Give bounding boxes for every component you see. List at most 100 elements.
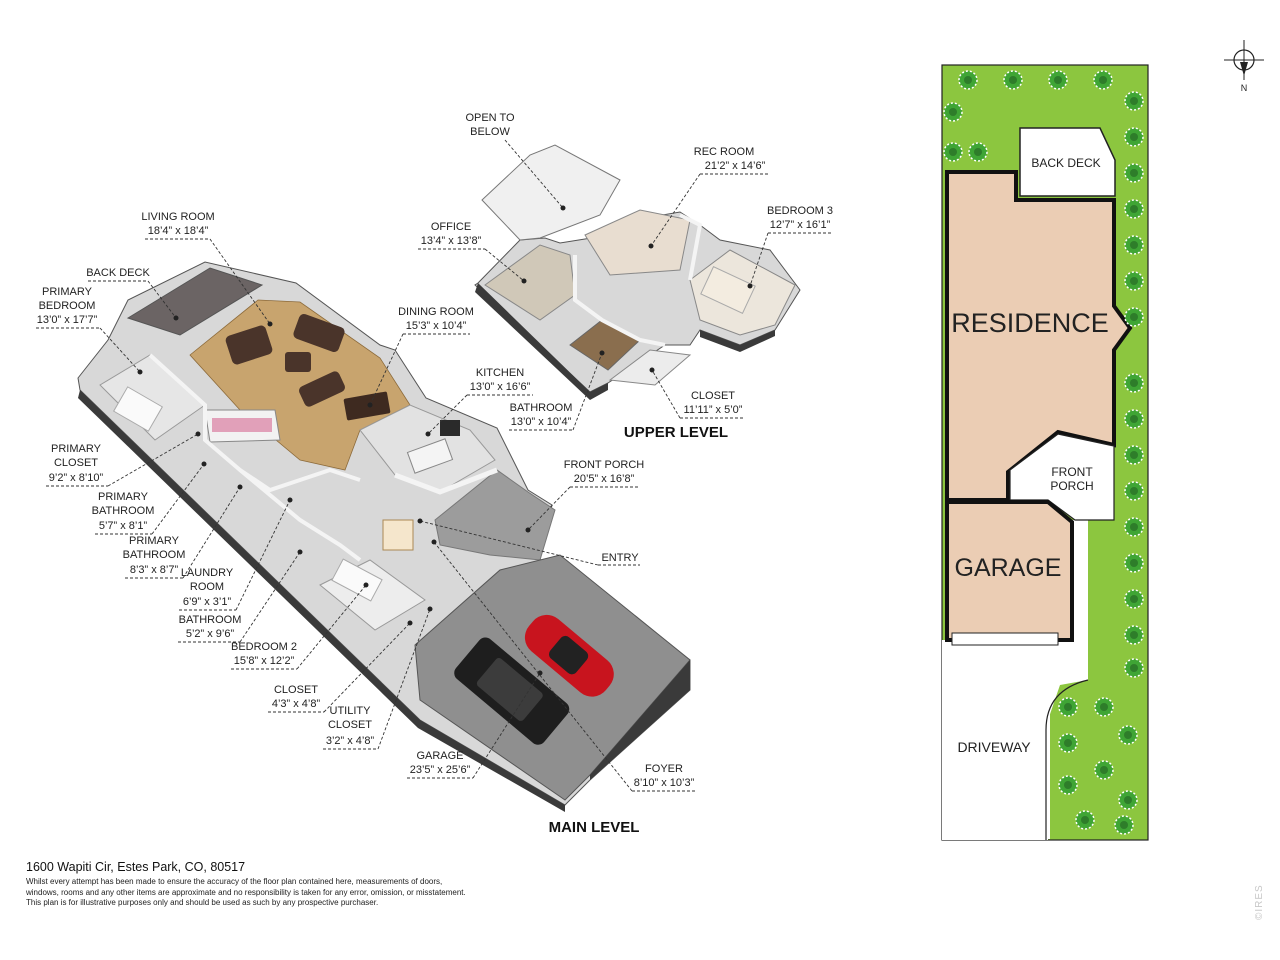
main-bathroom-label: BATHROOM xyxy=(179,614,242,626)
tree-center xyxy=(1130,241,1138,249)
tree-center xyxy=(1099,76,1107,84)
french-doors xyxy=(382,519,414,551)
bedroom3-bed xyxy=(700,266,756,314)
disclaimer-line-1: Whilst every attempt has been made to en… xyxy=(26,877,443,886)
site-plan: BACK DECK RESIDENCE FRONT PORCH GARAGE D… xyxy=(941,40,1264,841)
tree-center xyxy=(1064,781,1072,789)
front-porch-floor xyxy=(434,469,556,561)
upper-bathroom-label: BATHROOM xyxy=(510,402,573,414)
primary-bath2-label-2: BATHROOM xyxy=(123,549,186,561)
sofa xyxy=(293,313,345,353)
black-suv xyxy=(454,637,570,745)
primary-closet-label-1: PRIMARY xyxy=(51,443,102,455)
laundry-label-1: LAUNDRY xyxy=(181,567,234,579)
tree-center xyxy=(964,76,972,84)
tree-center xyxy=(974,148,982,156)
primary-bedroom-label-2: BEDROOM xyxy=(39,300,96,312)
disclaimer-line-2: windows, rooms and any other items are a… xyxy=(26,887,466,897)
rec-room-dims: 21’2” x 14’6” xyxy=(705,160,766,172)
primary-closet-dims: 9’2” x 8’10” xyxy=(49,472,104,484)
primary-bath2-label-1: PRIMARY xyxy=(129,535,180,547)
dining-room-dims: 15’3” x 10’4” xyxy=(406,320,467,332)
tree-center xyxy=(1120,821,1128,829)
tree-center xyxy=(1130,313,1138,321)
rec-room-floor xyxy=(584,209,691,276)
office-dims: 13’4” x 13’8” xyxy=(421,235,482,247)
main-bathroom-dims: 5’2” x 9’6” xyxy=(186,628,235,640)
garage-door xyxy=(951,632,1059,646)
primary-closet-label-2: CLOSET xyxy=(54,457,98,469)
tree-center xyxy=(1130,97,1138,105)
disclaimer-line-3: This plan is for illustrative purposes o… xyxy=(26,898,379,907)
compass-icon: N xyxy=(1224,40,1264,93)
laundry-label-2: ROOM xyxy=(190,581,224,593)
tree-center xyxy=(1130,205,1138,213)
north-label: N xyxy=(1241,83,1248,93)
tree-center xyxy=(1064,739,1072,747)
footer: 1600 Wapiti Cir, Estes Park, CO, 80517 W… xyxy=(26,860,546,909)
office-floor xyxy=(484,244,576,321)
driveway-curve xyxy=(1045,679,1089,840)
upper-level-plan xyxy=(474,144,801,400)
tree-center xyxy=(1009,76,1017,84)
site-garage xyxy=(945,500,1074,642)
kitchen-island xyxy=(406,438,454,474)
laundry-dims: 6’9” x 3’1” xyxy=(183,596,232,608)
open-below-label-1: OPEN TO xyxy=(465,112,515,124)
site-back-deck-label: BACK DECK xyxy=(1031,156,1100,170)
tree-center xyxy=(1130,631,1138,639)
tree-center xyxy=(1064,703,1072,711)
main-closet-label: CLOSET xyxy=(274,684,318,696)
back-deck xyxy=(1019,127,1116,197)
main-level-labels: LIVING ROOM 18’4” x 18’4” BACK DECK PRIM… xyxy=(36,211,697,836)
upper-wall-front xyxy=(475,283,608,400)
tree-center xyxy=(949,108,957,116)
tree-center xyxy=(1054,76,1062,84)
tree-center xyxy=(1124,796,1132,804)
tree-center xyxy=(1130,487,1138,495)
utility-closet-dims: 3’2” x 4’8” xyxy=(326,735,375,747)
primary-bath1-label-2: BATHROOM xyxy=(92,505,155,517)
tree-center xyxy=(1100,766,1108,774)
tree-center xyxy=(1081,816,1089,824)
interior-walls xyxy=(394,467,498,495)
upper-closet-floor xyxy=(608,349,692,386)
bedroom3-dims: 12’7” x 16’1” xyxy=(770,219,831,231)
tree-center xyxy=(1130,169,1138,177)
utility-closet-label-2: CLOSET xyxy=(328,719,372,731)
garage-label: GARAGE xyxy=(416,750,463,762)
stove xyxy=(440,420,460,436)
office-label: OFFICE xyxy=(431,221,471,233)
rec-room-label: REC ROOM xyxy=(694,146,755,158)
main-level-plan xyxy=(77,261,691,812)
sofa xyxy=(225,325,273,365)
kitchen-label: KITCHEN xyxy=(476,367,524,379)
sofa xyxy=(299,371,345,407)
tree-center xyxy=(1130,559,1138,567)
site-front-porch-label-1: FRONT xyxy=(1051,465,1093,479)
tree-center xyxy=(1100,703,1108,711)
upper-closet-dims: 11’11” x 5’0” xyxy=(684,404,743,416)
back-deck-floor xyxy=(126,267,264,336)
site-front-porch-label-2: PORCH xyxy=(1050,479,1093,493)
bedroom2-dims: 15’8” x 12’2” xyxy=(234,655,295,667)
trees xyxy=(943,70,1144,835)
watermark: ©IRES xyxy=(1254,884,1265,920)
tree-center xyxy=(1124,731,1132,739)
interior-walls xyxy=(238,467,361,493)
main-level-title: MAIN LEVEL xyxy=(549,819,640,836)
site-driveway-label: DRIVEWAY xyxy=(957,739,1031,755)
primary-bedroom-dims: 13’0” x 17’7” xyxy=(37,314,98,326)
primary-bath2-dims: 8’3” x 8’7” xyxy=(130,564,179,576)
primary-bedroom-label-1: PRIMARY xyxy=(42,286,93,298)
garage-dims: 23’5” x 25’6” xyxy=(410,764,471,776)
tree-center xyxy=(1130,523,1138,531)
tree-center xyxy=(1130,664,1138,672)
upper-bathroom-dims: 13’0” x 10’4” xyxy=(511,416,572,428)
upper-closet-label: CLOSET xyxy=(691,390,735,402)
open-below-label-2: BELOW xyxy=(470,126,510,138)
front-porch-label: FRONT PORCH xyxy=(564,459,645,471)
bedroom3-label: BEDROOM 3 xyxy=(767,205,833,217)
interior-walls xyxy=(679,213,703,281)
tree-center xyxy=(1130,415,1138,423)
